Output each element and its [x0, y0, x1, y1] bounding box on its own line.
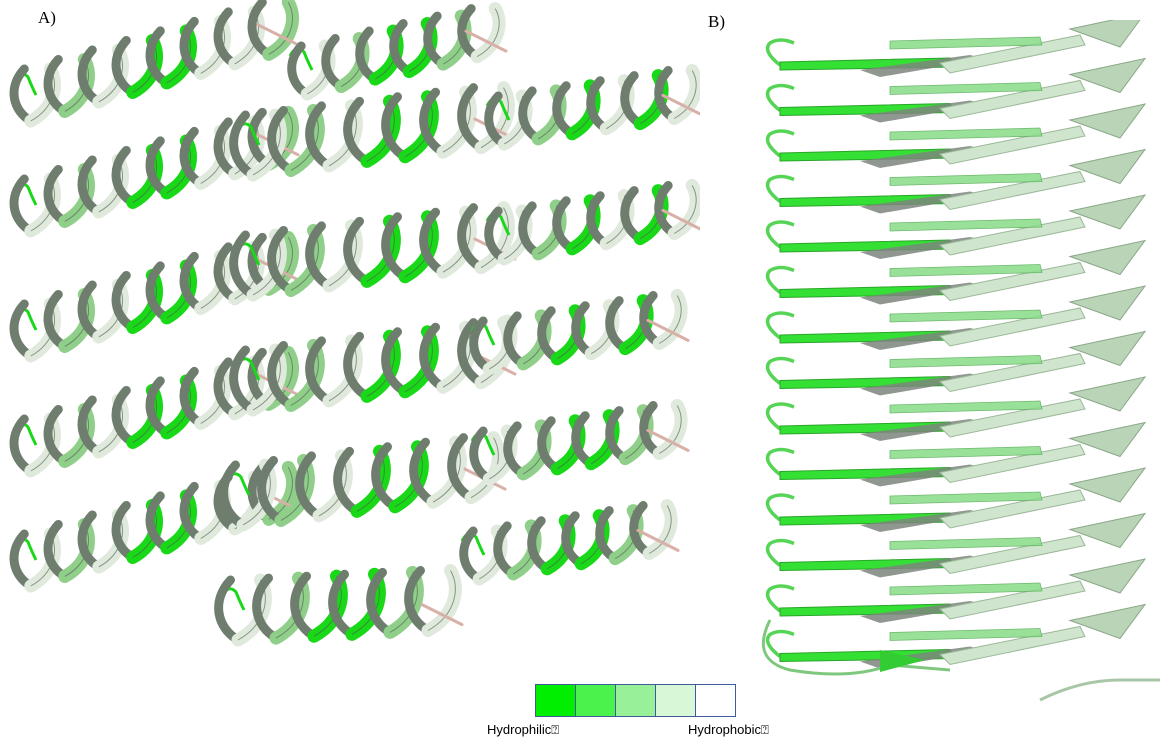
- beta-sheet-fibril-illustration: [740, 20, 1169, 710]
- panel-b-label: B): [708, 12, 725, 32]
- alpha-helix: [487, 71, 700, 145]
- alpha-helix: [472, 406, 688, 480]
- scale-swatch: [656, 685, 696, 716]
- alpha-helix-fibril-illustration: [0, 0, 700, 680]
- alpha-helix: [234, 88, 515, 175]
- alpha-helix: [224, 438, 505, 525]
- alpha-helix: [14, 2, 298, 121]
- alpha-helix: [290, 9, 506, 94]
- alpha-helix: [234, 208, 515, 295]
- scale-swatch: [616, 685, 656, 716]
- hydrophobic-label: Hydrophobic⍰: [688, 722, 769, 738]
- scale-swatch: [696, 685, 735, 716]
- scale-swatch: [536, 685, 576, 716]
- alpha-helix: [14, 467, 298, 586]
- beta-strand: [768, 20, 1145, 77]
- hydrophilic-label: Hydrophilic⍰: [487, 722, 559, 738]
- alpha-helix: [219, 571, 462, 641]
- scale-swatch: [576, 685, 616, 716]
- alpha-helix: [472, 296, 688, 370]
- alpha-helix: [487, 186, 700, 260]
- hydrophobicity-color-scale: [535, 684, 736, 717]
- alpha-helix: [462, 506, 678, 580]
